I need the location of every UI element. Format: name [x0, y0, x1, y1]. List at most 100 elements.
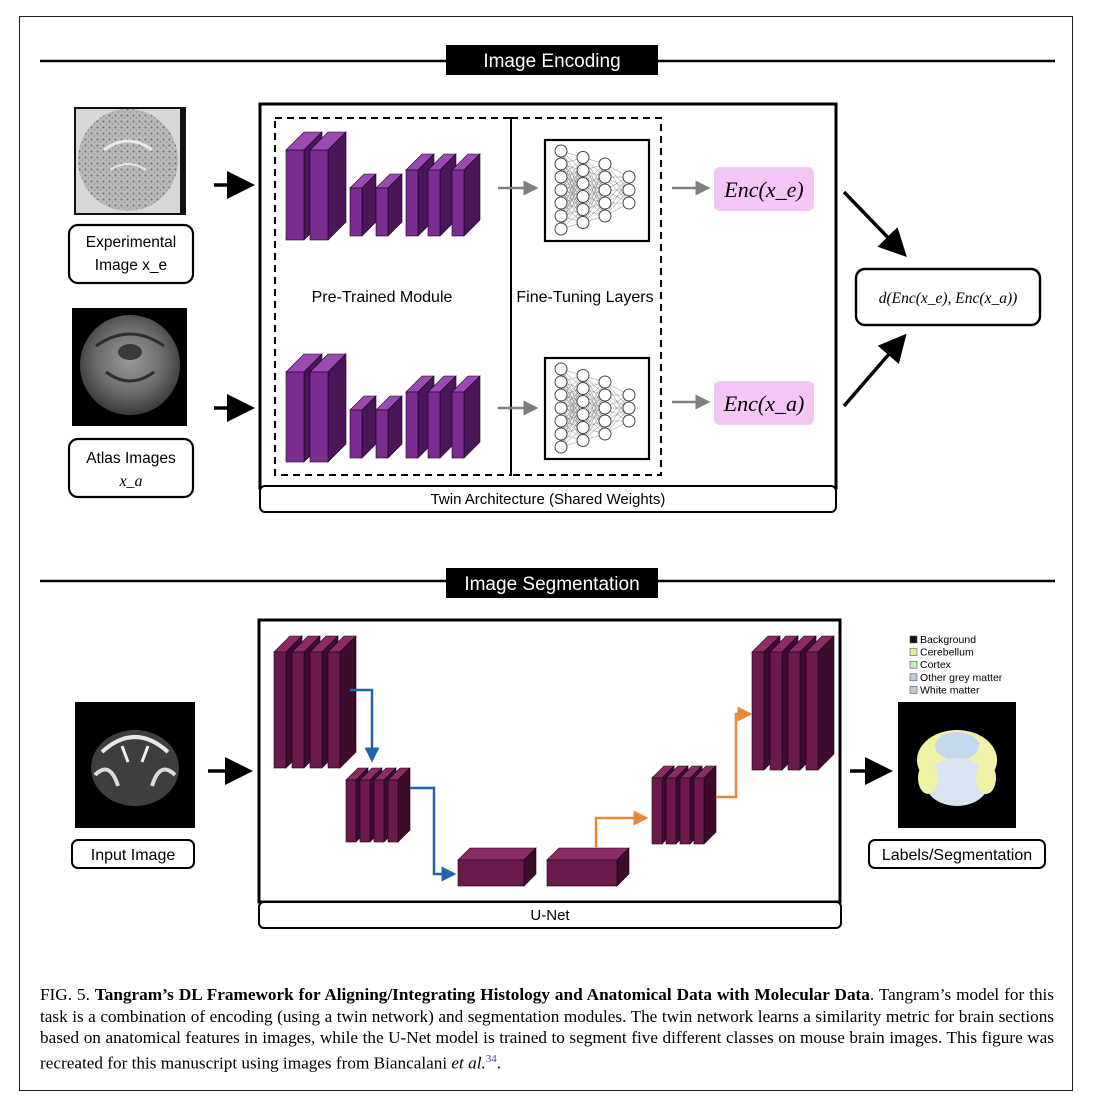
legend-swatch-2: [909, 648, 918, 656]
cnn-bottom-layer-3: [349, 395, 377, 459]
legend-swatch-1: [909, 635, 918, 644]
enc-bottom-to-distance-arrow: [842, 333, 907, 408]
input-label: Input Image: [91, 847, 176, 864]
nn-top-node-2-4: [598, 209, 612, 223]
nn-bottom-node-0-5: [554, 427, 568, 441]
nn-top-node-3-2: [622, 196, 636, 210]
enc-top: Enc(x_e): [723, 177, 803, 202]
nn-bottom-node-3-2: [622, 414, 636, 428]
unet-down-arrow-2: [410, 786, 457, 882]
unet-stack-3-layer-4: [693, 765, 717, 845]
distance-label: d(Enc(x_e), Enc(x_a)): [879, 290, 1018, 307]
nn-top-node-1-5: [576, 216, 590, 229]
nn-top-node-1-1: [576, 164, 590, 177]
nn-bottom-node-2-3: [598, 414, 612, 428]
cnn-bottom-layer-2: [309, 353, 347, 463]
nn-top-node-0-6: [554, 222, 568, 236]
cnn-bottom-layer-7: [451, 375, 481, 459]
nn-top-node-0-2: [554, 170, 568, 184]
nn-bottom-node-0-0: [554, 362, 568, 376]
nn-bottom-node-2-4: [598, 427, 612, 441]
legend-swatch-3: [909, 660, 918, 669]
unet-bottleneck-2: [546, 847, 630, 887]
experimental-label-line2: Image x_e: [95, 257, 167, 274]
nn-top-node-2-0: [598, 157, 612, 171]
caption-title: Tangram’s DL Framework for Aligning/Inte…: [94, 985, 870, 1004]
unet-stack-1-layer-4: [327, 635, 357, 769]
section2-title-box: [446, 568, 658, 598]
cnn-top-layer-7: [451, 153, 481, 237]
legend-label-3: Cortex: [920, 659, 952, 671]
nn-bottom-node-1-1: [576, 382, 590, 395]
legend-label-5: White matter: [920, 684, 980, 696]
unet-up-arrow-1: [594, 810, 649, 848]
cnn-top-layer-3: [349, 173, 377, 237]
atlas-label-box: [67, 437, 195, 499]
distance-box: [854, 267, 1042, 327]
enc-box-top: [714, 167, 814, 211]
unet-stack-2-layer-4: [387, 767, 411, 843]
nn-bottom-node-0-1: [554, 375, 568, 389]
nn-bottom-node-3-1: [622, 401, 636, 415]
nn-top-node-1-0: [576, 151, 590, 164]
nn-bottom-node-2-1: [598, 388, 612, 402]
twin-label: Twin Architecture (Shared Weights): [431, 491, 666, 508]
unet-blocks: [273, 635, 835, 887]
output-label-box: [868, 839, 1046, 869]
nn-bottom-node-1-4: [576, 421, 590, 434]
nn-top-node-3-0: [622, 170, 636, 184]
nn-bottom-node-2-2: [598, 401, 612, 415]
nn-bottom-node-0-3: [554, 401, 568, 415]
unet-label: U-Net: [530, 907, 570, 924]
enc-top-to-distance-arrow: [842, 190, 907, 258]
nn-top-node-1-4: [576, 203, 590, 216]
nn-top-node-0-0: [554, 144, 568, 158]
nn-top-node-0-3: [554, 183, 568, 197]
legend-swatch-5: [909, 686, 918, 694]
nn-diagram-top: [554, 144, 636, 236]
experimental-label-line1: Experimental: [86, 234, 176, 251]
nn-bottom-node-3-0: [622, 388, 636, 402]
caption-end: .: [496, 1053, 502, 1073]
input-image: [75, 702, 195, 828]
segmentation-image: [898, 702, 1016, 828]
nn-top-node-0-4: [554, 196, 568, 210]
cnn-top: [285, 131, 481, 241]
twin-label-box: [259, 485, 837, 513]
caption-etal: et al.: [451, 1053, 486, 1073]
finetuning-box: [510, 117, 662, 476]
atlas-label-line1: Atlas Images: [86, 450, 176, 467]
unet-down-arrow-1: [350, 688, 380, 763]
figure-caption: FIG. 5. Tangram’s DL Framework for Align…: [40, 984, 1054, 1074]
nn-diagram-bottom: [554, 362, 636, 454]
cnn-bottom-layer-4: [375, 395, 403, 459]
section1-title: Image Encoding: [483, 51, 620, 72]
caption-fig-number: FIG. 5.: [40, 985, 90, 1004]
nn-top-node-3-1: [622, 183, 636, 197]
unet-bottleneck-1: [457, 847, 537, 887]
nn-bottom-node-1-0: [576, 369, 590, 382]
nn-bottom-node-0-2: [554, 388, 568, 402]
legend-swatch-4: [909, 673, 918, 682]
caption-body: . Tangram’s model for this task is a com…: [40, 985, 1054, 1073]
figure-frame: [19, 16, 1073, 1091]
experimental-label-box: [67, 223, 195, 285]
nn-top-node-0-5: [554, 209, 568, 223]
nn-top-node-2-2: [598, 183, 612, 197]
nn-bottom-node-1-3: [576, 408, 590, 421]
enc-bottom: Enc(x_a): [723, 391, 805, 416]
legend-label-2: Cerebellum: [920, 647, 974, 659]
unet-up-arrow-2: [716, 706, 753, 799]
finetuning-label: Fine-Tuning Layers: [516, 289, 653, 306]
cnn-top-layer-2: [309, 131, 347, 241]
caption-reference: 34: [485, 1052, 497, 1065]
nn-bottom-node-0-6: [554, 440, 568, 454]
experimental-image: [74, 107, 186, 215]
nn-bottom-node-2-0: [598, 375, 612, 389]
nn-top-node-1-3: [576, 190, 590, 203]
cnn-bottom: [285, 353, 481, 463]
unet-stack-4-layer-4: [805, 635, 835, 771]
nn-top-node-2-3: [598, 196, 612, 210]
